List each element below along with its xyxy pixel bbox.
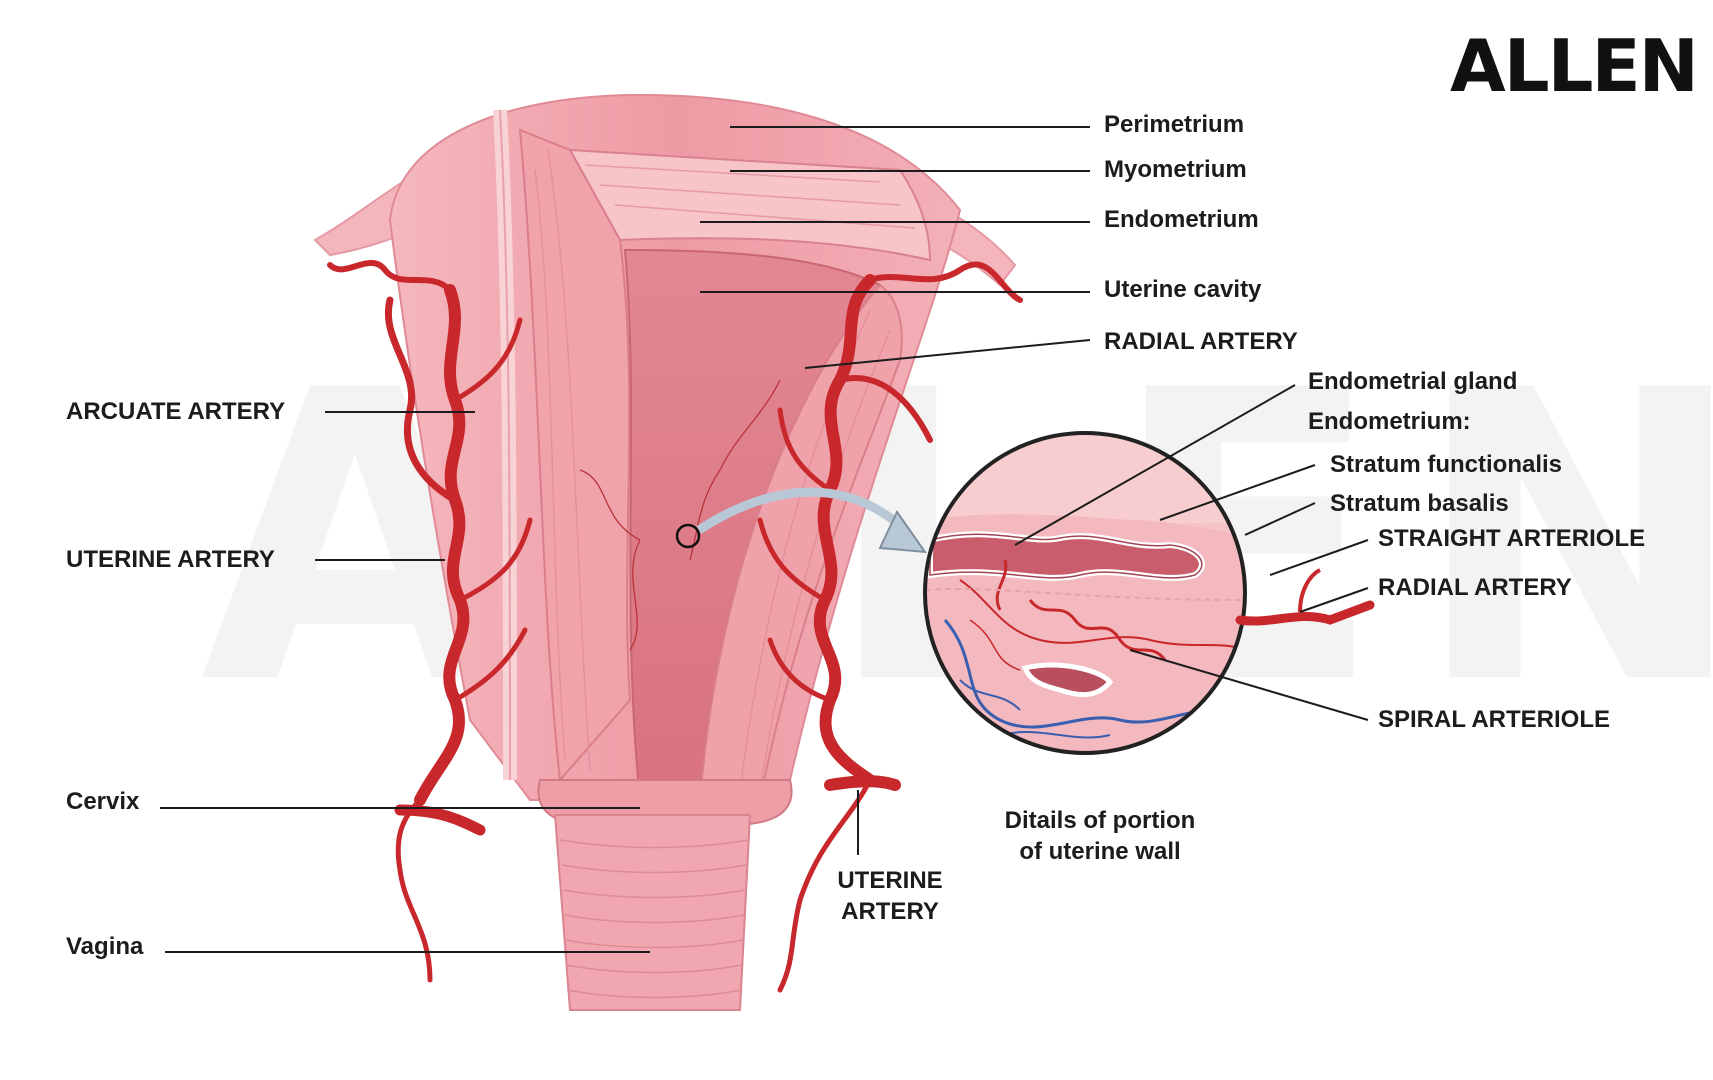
detail-caption-line1: Ditails of portion	[1004, 807, 1196, 834]
label-uterine-artery-bottom: UTERINE ARTERY	[810, 865, 970, 927]
right-uterine-artery	[757, 261, 1023, 993]
label-perimetrium: Perimetrium	[1104, 111, 1245, 138]
label-stratum-functionalis: Stratum functionalis	[1330, 451, 1563, 478]
right-wall	[698, 283, 903, 801]
label-uterine-artery-bottom-line2: ARTERY	[841, 898, 939, 925]
label-uterine-artery-left: UTERINE ARTERY	[66, 546, 275, 573]
detail-marker	[675, 523, 701, 549]
label-radial-artery-detail: RADIAL ARTERY	[1378, 574, 1572, 601]
left-uterine-artery	[327, 259, 533, 983]
label-spiral-arteriole: SPIRAL ARTERIOLE	[1378, 706, 1611, 733]
label-uterine-cavity: Uterine cavity	[1104, 276, 1262, 303]
label-radial-artery-top: RADIAL ARTERY	[1104, 328, 1298, 355]
label-cervix: Cervix	[66, 788, 140, 815]
allen-logo: ALLEN	[1450, 24, 1699, 108]
label-endometrium-heading: Endometrium:	[1308, 408, 1471, 435]
label-arcuate-artery: ARCUATE ARTERY	[66, 398, 286, 425]
label-vagina: Vagina	[66, 933, 144, 960]
leader-lines	[160, 126, 1369, 953]
detail-circle	[923, 431, 1375, 755]
myometrium-section	[568, 148, 932, 262]
label-straight-arteriole: STRAIGHT ARTERIOLE	[1378, 525, 1646, 552]
detail-caption-line2: of uterine wall	[1019, 838, 1181, 865]
label-uterine-artery-bottom-line1: UTERINE	[837, 867, 943, 894]
vagina-shape	[553, 814, 752, 1011]
label-endometrium: Endometrium	[1104, 206, 1259, 233]
label-myometrium: Myometrium	[1104, 156, 1247, 183]
label-endometrial-gland: Endometrial gland	[1308, 368, 1518, 395]
detail-arrow	[696, 487, 909, 534]
detail-caption: Ditails of portion of uterine wall	[965, 805, 1235, 867]
label-stratum-basalis: Stratum basalis	[1330, 490, 1509, 517]
